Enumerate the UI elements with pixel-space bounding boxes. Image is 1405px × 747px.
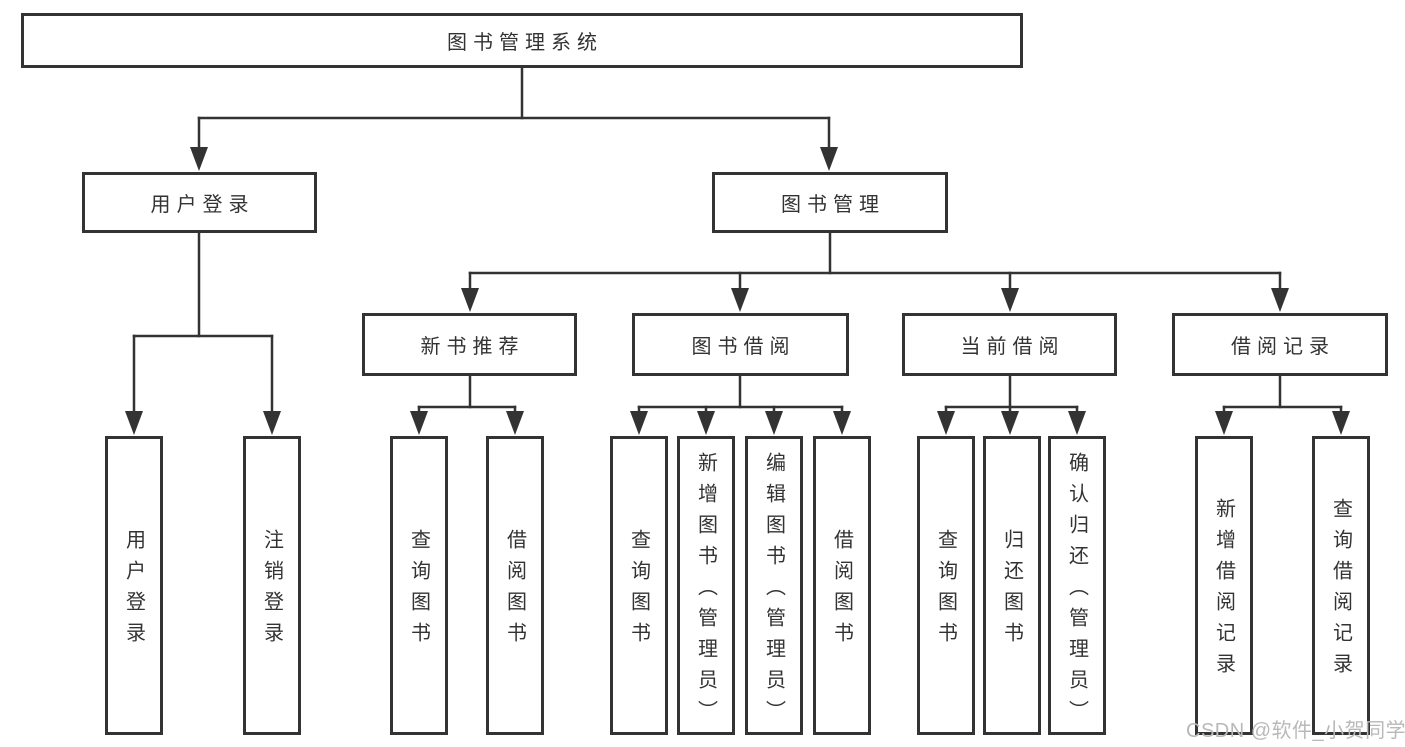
leaf-add-borrow-record-label: 新增借阅记录 xyxy=(1212,498,1235,684)
node-new-book-recommend: 新书推荐 xyxy=(362,313,577,376)
node-book-borrow-label: 图书借阅 xyxy=(691,336,796,358)
leaf-query-books-recommend: 查询图书 xyxy=(390,436,448,735)
leaf-logout-label: 注销登录 xyxy=(260,529,283,653)
node-current-borrow-label: 当前借阅 xyxy=(960,336,1065,358)
node-borrow-records: 借阅记录 xyxy=(1172,313,1388,376)
leaf-logout: 注销登录 xyxy=(243,436,301,735)
leaf-add-borrow-record: 新增借阅记录 xyxy=(1195,436,1253,735)
branch-borrow-records xyxy=(1215,374,1350,435)
leaf-borrow-books-recommend: 借阅图书 xyxy=(486,436,544,735)
leaf-query-books-current: 查询图书 xyxy=(917,436,975,735)
node-book-management-label: 图书管理 xyxy=(781,194,885,216)
branch-book-management xyxy=(461,231,1289,312)
leaf-confirm-return-admin: 确认归还（管理员） xyxy=(1048,436,1106,735)
leaf-query-borrow-record-label: 查询借阅记录 xyxy=(1329,498,1352,684)
branch-new-book-recommend xyxy=(410,374,524,435)
leaf-add-book-admin-label: 新增图书（管理员） xyxy=(694,451,717,731)
leaf-borrow-books: 借阅图书 xyxy=(813,436,871,735)
node-book-management: 图书管理 xyxy=(712,172,948,233)
node-user-login: 用户登录 xyxy=(82,172,317,233)
node-borrow-records-label: 借阅记录 xyxy=(1231,336,1335,358)
branch-book-borrow xyxy=(630,374,851,435)
leaf-add-book-admin: 新增图书（管理员） xyxy=(677,436,735,735)
leaf-query-borrow-record: 查询借阅记录 xyxy=(1312,436,1370,735)
node-user-login-label: 用户登录 xyxy=(150,194,255,216)
leaf-edit-book-admin-label: 编辑图书（管理员） xyxy=(762,451,785,731)
leaf-return-book-label: 归还图书 xyxy=(1000,529,1023,653)
csdn-watermark: CSDN @软件_小贺同学 xyxy=(1186,720,1405,742)
leaf-borrow-books-label: 借阅图书 xyxy=(830,529,853,653)
leaf-user-login-label: 用户登录 xyxy=(122,529,145,653)
leaf-query-books-current-label: 查询图书 xyxy=(934,529,957,653)
leaf-query-books-borrow: 查询图书 xyxy=(610,436,668,735)
leaf-query-books-borrow-label: 查询图书 xyxy=(627,529,650,653)
node-book-borrow: 图书借阅 xyxy=(632,313,849,376)
node-root-label: 图书管理系统 xyxy=(447,32,603,54)
leaf-return-book: 归还图书 xyxy=(983,436,1041,735)
node-new-book-recommend-label: 新书推荐 xyxy=(420,336,525,358)
leaf-confirm-return-admin-label: 确认归还（管理员） xyxy=(1065,451,1088,731)
branch-root xyxy=(190,66,838,171)
node-current-borrow: 当前借阅 xyxy=(902,313,1117,376)
leaf-query-books-recommend-label: 查询图书 xyxy=(407,529,430,653)
leaf-edit-book-admin: 编辑图书（管理员） xyxy=(745,436,803,735)
leaf-borrow-books-recommend-label: 借阅图书 xyxy=(503,529,526,653)
branch-user-login xyxy=(125,231,281,435)
leaf-user-login: 用户登录 xyxy=(105,436,163,735)
branch-current-borrow xyxy=(937,374,1086,435)
node-root-system: 图书管理系统 xyxy=(21,13,1023,68)
